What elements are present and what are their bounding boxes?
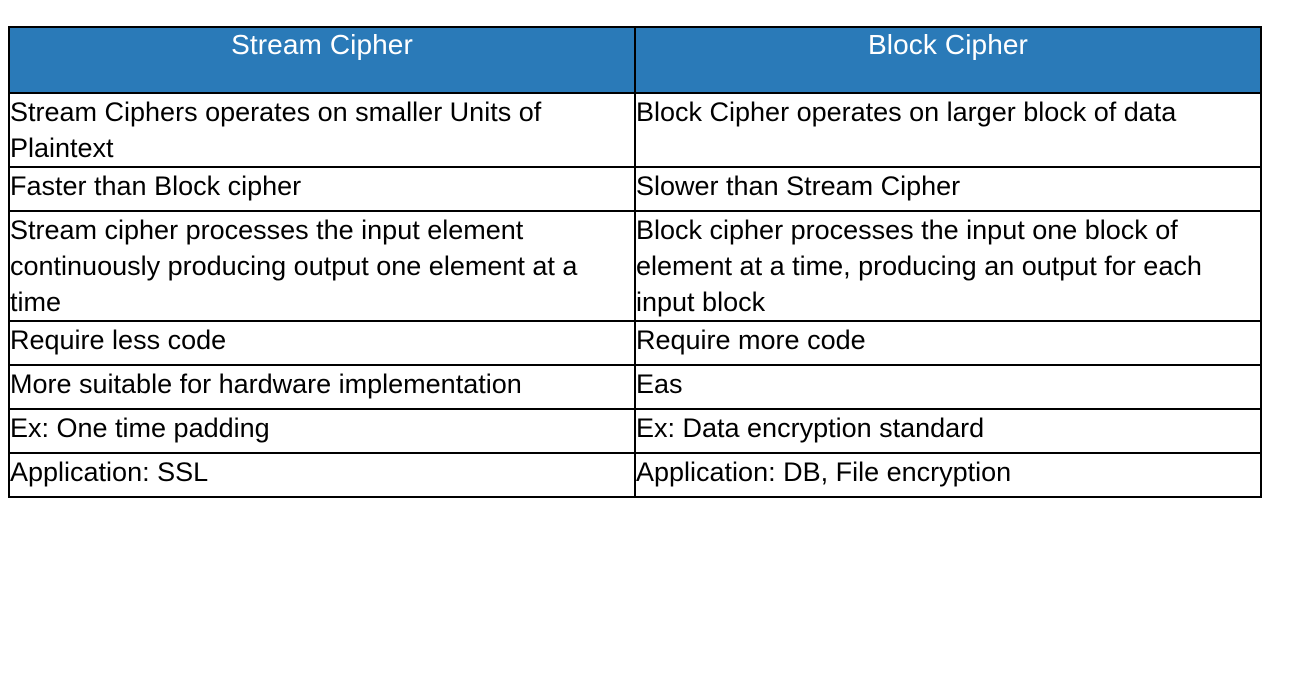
cell-stream-text: Application: SSL xyxy=(10,457,209,487)
table-body: Stream Ciphers operates on smaller Units… xyxy=(8,92,1262,498)
cell-block-text: Block cipher processes the input one blo… xyxy=(636,215,1202,317)
cell-block: Block Cipher operates on larger block of… xyxy=(634,92,1262,168)
comparison-table: Stream Cipher Block Cipher Stream Cipher… xyxy=(8,26,1262,498)
cell-block: Require more code xyxy=(634,320,1262,366)
cell-block-text: Eas xyxy=(636,369,683,399)
column-header-block-cipher-label: Block Cipher xyxy=(868,29,1028,60)
table-row: Require less code Require more code xyxy=(8,320,1262,366)
cell-stream: Application: SSL xyxy=(8,452,636,498)
table-row: Stream cipher processes the input elemen… xyxy=(8,210,1262,322)
cell-block: Eas xyxy=(634,364,1262,410)
table-row: More suitable for hardware implementatio… xyxy=(8,364,1262,410)
cell-block-text: Block Cipher operates on larger block of… xyxy=(636,97,1177,127)
cell-stream-text: Stream Ciphers operates on smaller Units… xyxy=(10,97,542,163)
cell-block: Ex: Data encryption standard xyxy=(634,408,1262,454)
header-row: Stream Cipher Block Cipher xyxy=(8,26,1262,94)
cell-block: Slower than Stream Cipher xyxy=(634,166,1262,212)
table-row: Stream Ciphers operates on smaller Units… xyxy=(8,92,1262,168)
table-row: Faster than Block cipher Slower than Str… xyxy=(8,166,1262,212)
cell-block-text: Slower than Stream Cipher xyxy=(636,171,961,201)
cell-stream: Faster than Block cipher xyxy=(8,166,636,212)
cell-block-text: Application: DB, File encryption xyxy=(636,457,1012,487)
column-header-stream-cipher: Stream Cipher xyxy=(8,26,636,94)
cell-stream: Stream cipher processes the input elemen… xyxy=(8,210,636,322)
cell-stream-text: Require less code xyxy=(10,325,227,355)
table-row: Ex: One time padding Ex: Data encryption… xyxy=(8,408,1262,454)
column-header-stream-cipher-label: Stream Cipher xyxy=(231,29,413,60)
column-header-block-cipher: Block Cipher xyxy=(634,26,1262,94)
cell-block-text: Ex: Data encryption standard xyxy=(636,413,985,443)
cell-stream: Ex: One time padding xyxy=(8,408,636,454)
cell-stream-text: Ex: One time padding xyxy=(10,413,270,443)
cell-stream: More suitable for hardware implementatio… xyxy=(8,364,636,410)
cell-stream-text: More suitable for hardware implementatio… xyxy=(10,369,522,399)
cell-stream-text: Stream cipher processes the input elemen… xyxy=(10,215,578,317)
cell-stream-text: Faster than Block cipher xyxy=(10,171,302,201)
cell-block-text: Require more code xyxy=(636,325,866,355)
cell-block: Block cipher processes the input one blo… xyxy=(634,210,1262,322)
cell-block: Application: DB, File encryption xyxy=(634,452,1262,498)
cell-stream: Require less code xyxy=(8,320,636,366)
cell-stream: Stream Ciphers operates on smaller Units… xyxy=(8,92,636,168)
table-row: Application: SSL Application: DB, File e… xyxy=(8,452,1262,498)
table-header: Stream Cipher Block Cipher xyxy=(8,26,1262,94)
